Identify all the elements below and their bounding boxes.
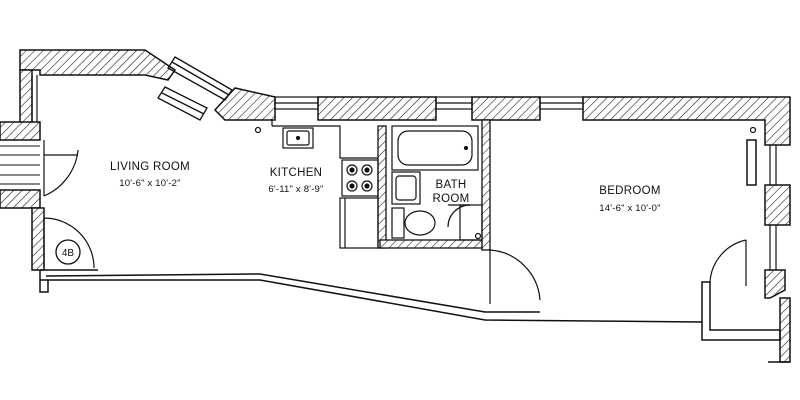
exterior-wall-right	[764, 184, 791, 363]
bath-name-line2: ROOM	[433, 193, 470, 205]
kitchen-name: KITCHEN	[270, 167, 323, 179]
toilet-icon	[391, 207, 436, 239]
kitchen-sink-icon	[282, 127, 314, 149]
closet-door[interactable]	[43, 217, 95, 269]
bedroom-door[interactable]	[489, 249, 541, 304]
living-room-dims: 10'-6" x 10'-2"	[119, 178, 180, 189]
unit-label: 4B	[62, 248, 75, 259]
stair-treads	[0, 145, 40, 185]
kitchen-dims: 6'-11" x 8'-9"	[268, 184, 323, 195]
living-room-name: LIVING ROOM	[110, 161, 190, 173]
light-fixture-icon	[254, 126, 262, 134]
bathtub-icon	[391, 125, 479, 171]
exterior-wall-bottom	[39, 269, 703, 323]
bath-closet-wall	[459, 204, 483, 241]
stove-icon	[341, 159, 379, 197]
bathroom-sink-icon	[391, 171, 421, 205]
exterior-wall-top	[19, 49, 791, 146]
unit-marker: 4B	[55, 239, 81, 265]
bay-window	[157, 56, 233, 121]
right-windows	[769, 145, 777, 270]
bath-door[interactable]	[447, 204, 482, 240]
bedroom-closet-door[interactable]	[709, 239, 747, 286]
kitchen-counter	[271, 120, 379, 249]
entry-door[interactable]	[43, 140, 79, 197]
top-windows	[274, 96, 584, 110]
left-window	[31, 75, 38, 122]
bedroom-closet	[701, 139, 781, 341]
bedroom-light-icon	[749, 126, 757, 134]
bedroom-name: BEDROOM	[599, 185, 661, 197]
interior-walls	[377, 119, 491, 251]
bedroom-dims: 14'-6" x 10'-0"	[599, 203, 660, 214]
bath-name-line1: BATH	[435, 179, 466, 191]
